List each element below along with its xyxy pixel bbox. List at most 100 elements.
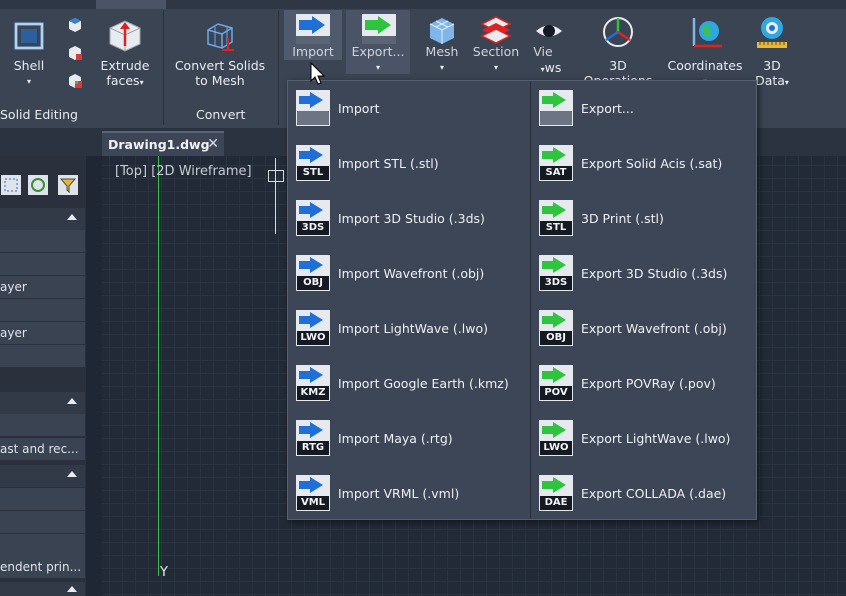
panel-row-layer[interactable]: ayer	[0, 276, 85, 299]
import-menu-item-label: Import	[338, 101, 380, 116]
format-badge: STL	[296, 165, 330, 181]
convert-solids-icon	[202, 18, 238, 54]
extrude-faces-icon	[106, 18, 144, 54]
3d-operations-label-line1: 3D	[574, 58, 662, 73]
import-menu-item-label: Import LightWave (.lwo)	[338, 321, 488, 336]
export-menu-item[interactable]: OBJExport Wavefront (.obj)	[531, 301, 769, 356]
import-menu-item[interactable]: STL Import STL (.stl)	[288, 136, 526, 191]
section-button[interactable]: Section ▾	[470, 10, 522, 74]
globe-coordinates-icon	[688, 14, 724, 50]
panel-section-header[interactable]	[0, 582, 85, 596]
quick-select-icon[interactable]	[27, 174, 49, 196]
crosshair-pickbox	[268, 170, 284, 182]
convert-solids-to-mesh-button[interactable]: Convert Solids to Mesh	[170, 14, 270, 94]
close-icon[interactable]: ✕	[207, 136, 219, 152]
panel-row[interactable]	[0, 253, 85, 276]
face-delete-icon[interactable]	[66, 44, 84, 62]
3d-data-dropdown-arrow: ▾	[785, 78, 789, 87]
coordinates-button[interactable]: Coordinates ▾	[664, 10, 746, 90]
panel-row-cast-and-receive[interactable]: ast and rec...	[0, 438, 85, 461]
group-separator	[163, 10, 164, 125]
import-arrow-icon: VML	[296, 475, 330, 511]
panel-section-header[interactable]	[0, 465, 85, 487]
import-menu-item[interactable]: Import	[288, 81, 526, 136]
import-menu-item[interactable]: OBJ Import Wavefront (.obj)	[288, 246, 526, 301]
export-arrow-icon: SAT	[539, 145, 573, 181]
export-label: Export...	[346, 44, 410, 59]
import-arrow-icon: KMZ	[296, 365, 330, 401]
shell-button[interactable]: Shell ▾	[4, 14, 54, 94]
panel-row-dependent-print[interactable]: endent prin...	[0, 556, 85, 579]
import-menu-item-label: Import STL (.stl)	[338, 156, 439, 171]
import-arrow-icon: LWO	[296, 310, 330, 346]
mesh-icon	[426, 16, 458, 46]
import-menu-item[interactable]: LWO Import LightWave (.lwo)	[288, 301, 526, 356]
panel-row[interactable]	[0, 299, 85, 322]
import-button[interactable]: Import	[284, 10, 342, 60]
select-objects-icon[interactable]	[0, 174, 22, 196]
3d-data-button[interactable]: 3D Data▾	[748, 10, 796, 90]
face-edit-icon[interactable]	[66, 16, 84, 34]
import-menu-item-label: Import 3D Studio (.3ds)	[338, 211, 485, 226]
collapse-icon	[67, 586, 77, 592]
mouse-pointer-icon	[310, 62, 326, 86]
export-menu-item-label: Export LightWave (.lwo)	[581, 431, 730, 446]
import-menu-item[interactable]: KMZImport Google Earth (.kmz)	[288, 356, 526, 411]
export-column: Export...SATExport Solid Acis (.sat)STL3…	[530, 81, 772, 519]
panel-row[interactable]	[0, 345, 85, 368]
export-menu-item[interactable]: STL3D Print (.stl)	[531, 191, 769, 246]
3d-data-icon	[754, 14, 790, 50]
views-label-line1: Vie	[528, 44, 558, 59]
filter-icon[interactable]	[57, 174, 79, 196]
ribbon-active-tab[interactable]	[96, 0, 166, 9]
panel-row[interactable]	[0, 511, 85, 534]
import-arrow-icon	[296, 90, 330, 126]
export-button[interactable]: Export... ▾	[346, 10, 410, 74]
export-menu-item-label: Export Wavefront (.obj)	[581, 321, 727, 336]
import-menu-item[interactable]: RTGImport Maya (.rtg)	[288, 411, 526, 466]
export-menu-item-label: Export COLLADA (.dae)	[581, 486, 726, 501]
export-arrow-icon: LWO	[539, 420, 573, 456]
import-label: Import	[284, 44, 342, 59]
panel-section-header[interactable]	[0, 208, 85, 230]
extrude-faces-label-line1: Extrude	[96, 58, 154, 73]
face-color-icon[interactable]	[66, 72, 84, 90]
format-badge: SAT	[539, 165, 573, 181]
panel-row[interactable]	[0, 488, 85, 511]
panel-row-layer[interactable]: ayer	[0, 322, 85, 345]
panel-toolbar	[0, 172, 86, 204]
group-separator	[278, 10, 279, 125]
import-menu-item[interactable]: VMLImport VRML (.vml)	[288, 466, 526, 521]
views-label-line2: ws	[545, 60, 562, 75]
export-menu-item[interactable]: POVExport POVRay (.pov)	[531, 356, 769, 411]
export-menu-item[interactable]: SATExport Solid Acis (.sat)	[531, 136, 769, 191]
export-menu-item[interactable]: Export...	[531, 81, 769, 136]
eye-icon	[534, 20, 564, 42]
import-menu-item[interactable]: 3DS Import 3D Studio (.3ds)	[288, 191, 526, 246]
views-button[interactable]: Vie ▾ws	[528, 10, 568, 74]
export-icon	[362, 14, 396, 44]
viewport-view-label[interactable]: [Top] [2D Wireframe]	[115, 164, 252, 179]
export-menu-item[interactable]: LWO Export LightWave (.lwo)	[531, 411, 769, 466]
import-menu-item-label: Import Wavefront (.obj)	[338, 266, 484, 281]
panel-row[interactable]	[0, 534, 85, 557]
format-badge: POV	[539, 385, 573, 401]
extrude-faces-button[interactable]: Extrude faces▾	[96, 14, 154, 94]
mesh-button[interactable]: Mesh ▾	[418, 10, 466, 74]
format-badge: 3DS	[539, 275, 573, 291]
format-badge: DAE	[539, 495, 573, 511]
panel-section-header[interactable]	[0, 392, 85, 414]
format-badge: 3DS	[296, 220, 330, 236]
3d-operations-button[interactable]: 3D Operations	[574, 10, 662, 90]
document-tab[interactable]: Drawing1.dwg ✕	[102, 131, 224, 156]
export-menu-item[interactable]: 3DSExport 3D Studio (.3ds)	[531, 246, 769, 301]
panel-row[interactable]	[0, 414, 85, 437]
3d-operations-icon	[600, 14, 636, 50]
export-menu-item[interactable]: DAE Export COLLADA (.dae)	[531, 466, 769, 521]
format-badge: LWO	[296, 330, 330, 346]
collapse-icon	[67, 471, 77, 477]
panel-row[interactable]	[0, 230, 85, 253]
extrude-dropdown-arrow: ▾	[140, 78, 144, 87]
import-arrow-icon: STL	[296, 145, 330, 181]
import-arrow-icon: OBJ	[296, 255, 330, 291]
